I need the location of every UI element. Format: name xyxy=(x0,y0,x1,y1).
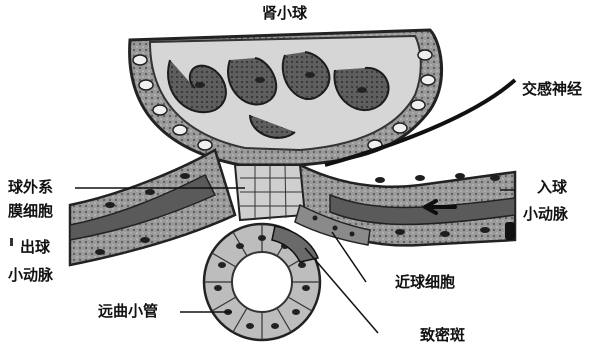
extraglomerular-mesangial-label-line2: 膜细胞 xyxy=(8,202,53,221)
sympathetic-nerve-label: 交感神经 xyxy=(522,80,582,99)
macula-densa-label: 致密斑 xyxy=(420,326,465,345)
efferent-arteriole xyxy=(70,150,235,265)
afferent-arteriole-label-line1: 入球 xyxy=(537,178,567,197)
afferent-mark xyxy=(505,222,515,240)
glomerulus-label: 肾小球 xyxy=(262,4,307,23)
efferent-mark xyxy=(10,238,13,246)
extraglomerular-mesangial-label-line1: 球外系 xyxy=(8,178,53,197)
efferent-arteriole-label-line2: 小动脉 xyxy=(8,266,53,285)
extraglomerular-mesangium xyxy=(235,165,305,220)
efferent-arteriole-label-line1: 出球 xyxy=(20,238,50,257)
distal-tubule-label: 远曲小管 xyxy=(98,302,158,321)
distal-tubule xyxy=(204,224,320,340)
juxtaglomerular-cells-label: 近球细胞 xyxy=(395,273,455,292)
afferent-arteriole-label-line2: 小动脉 xyxy=(523,205,568,224)
